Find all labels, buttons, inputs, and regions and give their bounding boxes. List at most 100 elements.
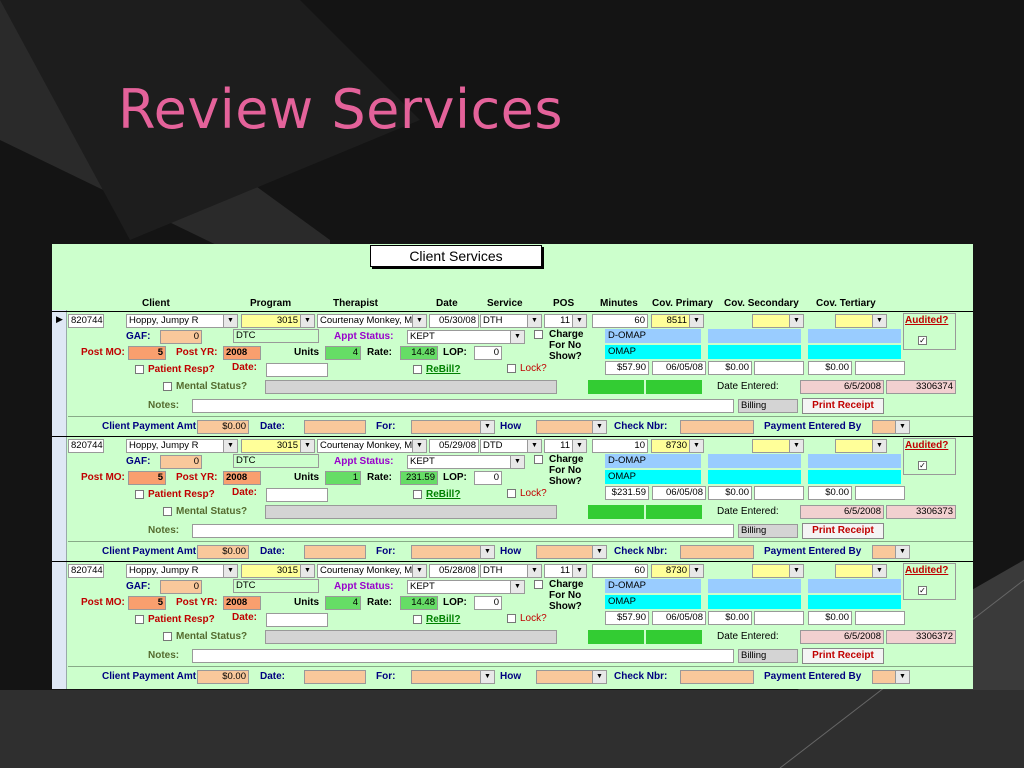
gaf-field[interactable]: 0: [160, 330, 202, 344]
mental-status-field[interactable]: [265, 630, 557, 644]
chevron-down-icon[interactable]: ▼: [789, 565, 803, 577]
payment-for-combo[interactable]: ▼: [411, 420, 495, 434]
audited-label[interactable]: Audited?: [905, 315, 949, 326]
lop-field[interactable]: 0: [474, 346, 502, 360]
units-field[interactable]: 1: [325, 471, 361, 485]
date-field[interactable]: 05/30/08: [429, 314, 479, 328]
client-payment-amt-field[interactable]: $0.00: [197, 545, 249, 559]
cov-primary-combo[interactable]: 8730▼: [651, 564, 704, 578]
chevron-down-icon[interactable]: ▼: [223, 440, 237, 452]
payment-date-field[interactable]: [304, 420, 366, 434]
chevron-down-icon[interactable]: ▼: [789, 315, 803, 327]
chevron-down-icon[interactable]: ▼: [527, 315, 541, 327]
notes-field[interactable]: [192, 649, 734, 663]
payment-date-field[interactable]: [304, 545, 366, 559]
post-mo-field[interactable]: 5: [128, 346, 166, 360]
chevron-down-icon[interactable]: ▼: [527, 565, 541, 577]
audited-checkbox[interactable]: ✓: [918, 586, 927, 595]
client-id-field[interactable]: 820744: [68, 439, 104, 453]
therapist-combo[interactable]: Courtenay Monkey, M▼: [317, 564, 427, 578]
client-combo[interactable]: Hoppy, Jumpy R▼: [126, 439, 238, 453]
cov-primary-combo[interactable]: 8511▼: [651, 314, 704, 328]
service-combo[interactable]: DTH▼: [480, 564, 542, 578]
charge-no-show-checkbox[interactable]: [534, 580, 543, 589]
chevron-down-icon[interactable]: ▼: [895, 546, 909, 558]
units-field[interactable]: 4: [325, 346, 361, 360]
payment-for-combo[interactable]: ▼: [411, 670, 495, 684]
gaf-field[interactable]: 0: [160, 455, 202, 469]
lock-checkbox[interactable]: [507, 489, 516, 498]
mental-status-checkbox[interactable]: [163, 507, 172, 516]
chevron-down-icon[interactable]: ▼: [480, 421, 494, 433]
appt-status-combo[interactable]: KEPT▼: [407, 330, 525, 344]
pos-combo[interactable]: 11▼: [544, 314, 587, 328]
chevron-down-icon[interactable]: ▼: [510, 456, 524, 468]
post-yr-field[interactable]: 2008: [223, 346, 261, 360]
print-receipt-button[interactable]: Print Receipt: [802, 398, 884, 414]
chevron-down-icon[interactable]: ▼: [572, 315, 586, 327]
chevron-down-icon[interactable]: ▼: [592, 546, 606, 558]
payment-how-combo[interactable]: ▼: [536, 670, 607, 684]
therapist-combo[interactable]: Courtenay Monkey, M▼: [317, 314, 427, 328]
client-payment-amt-field[interactable]: $0.00: [197, 420, 249, 434]
cov-primary-combo[interactable]: 8730▼: [651, 439, 704, 453]
chevron-down-icon[interactable]: ▼: [510, 581, 524, 593]
program-combo[interactable]: 3015▼: [241, 564, 315, 578]
chevron-down-icon[interactable]: ▼: [510, 331, 524, 343]
notes-field[interactable]: [192, 524, 734, 538]
payment-entered-by-combo[interactable]: ▼: [872, 420, 910, 434]
pos-combo[interactable]: 11▼: [544, 564, 587, 578]
chevron-down-icon[interactable]: ▼: [300, 440, 314, 452]
mental-status-checkbox[interactable]: [163, 382, 172, 391]
rebill-checkbox[interactable]: [413, 490, 422, 499]
patient-resp-checkbox[interactable]: [135, 490, 144, 499]
program-combo[interactable]: 3015▼: [241, 439, 315, 453]
gaf-field[interactable]: 0: [160, 580, 202, 594]
chevron-down-icon[interactable]: ▼: [872, 315, 886, 327]
resp-date-field[interactable]: [266, 613, 328, 627]
chevron-down-icon[interactable]: ▼: [480, 671, 494, 683]
post-yr-field[interactable]: 2008: [223, 471, 261, 485]
chevron-down-icon[interactable]: ▼: [689, 315, 703, 327]
client-id-field[interactable]: 820744: [68, 564, 104, 578]
check-nbr-field[interactable]: [680, 545, 754, 559]
payment-for-combo[interactable]: ▼: [411, 545, 495, 559]
therapist-combo[interactable]: Courtenay Monkey, M▼: [317, 439, 427, 453]
lop-field[interactable]: 0: [474, 596, 502, 610]
chevron-down-icon[interactable]: ▼: [872, 440, 886, 452]
rate-field[interactable]: 231.59: [400, 471, 438, 485]
program-combo[interactable]: 3015▼: [241, 314, 315, 328]
date-field[interactable]: 05/29/08: [429, 439, 479, 453]
minutes-field[interactable]: 10: [592, 439, 648, 453]
audited-label[interactable]: Audited?: [905, 440, 949, 451]
record-selector-column[interactable]: [52, 310, 67, 689]
audited-label[interactable]: Audited?: [905, 565, 949, 576]
resp-date-field[interactable]: [266, 488, 328, 502]
print-receipt-button[interactable]: Print Receipt: [802, 648, 884, 664]
chevron-down-icon[interactable]: ▼: [789, 440, 803, 452]
audited-checkbox[interactable]: ✓: [918, 461, 927, 470]
chevron-down-icon[interactable]: ▼: [412, 565, 426, 577]
chevron-down-icon[interactable]: ▼: [412, 315, 426, 327]
appt-status-combo[interactable]: KEPT▼: [407, 580, 525, 594]
post-yr-field[interactable]: 2008: [223, 596, 261, 610]
mental-status-field[interactable]: [265, 505, 557, 519]
notes-field[interactable]: [192, 399, 734, 413]
appt-status-combo[interactable]: KEPT▼: [407, 455, 525, 469]
rebill-label[interactable]: ReBill?: [426, 614, 461, 625]
chevron-down-icon[interactable]: ▼: [223, 565, 237, 577]
charge-no-show-checkbox[interactable]: [534, 455, 543, 464]
pos-combo[interactable]: 11▼: [544, 439, 587, 453]
cov-secondary-combo[interactable]: ▼: [752, 564, 804, 578]
chevron-down-icon[interactable]: ▼: [592, 671, 606, 683]
post-mo-field[interactable]: 5: [128, 596, 166, 610]
client-payment-amt-field[interactable]: $0.00: [197, 670, 249, 684]
chevron-down-icon[interactable]: ▼: [527, 440, 541, 452]
cov-tertiary-combo[interactable]: ▼: [835, 314, 887, 328]
client-combo[interactable]: Hoppy, Jumpy R▼: [126, 564, 238, 578]
print-receipt-button[interactable]: Print Receipt: [802, 523, 884, 539]
lock-checkbox[interactable]: [507, 364, 516, 373]
chevron-down-icon[interactable]: ▼: [572, 565, 586, 577]
chevron-down-icon[interactable]: ▼: [895, 671, 909, 683]
rebill-checkbox[interactable]: [413, 615, 422, 624]
